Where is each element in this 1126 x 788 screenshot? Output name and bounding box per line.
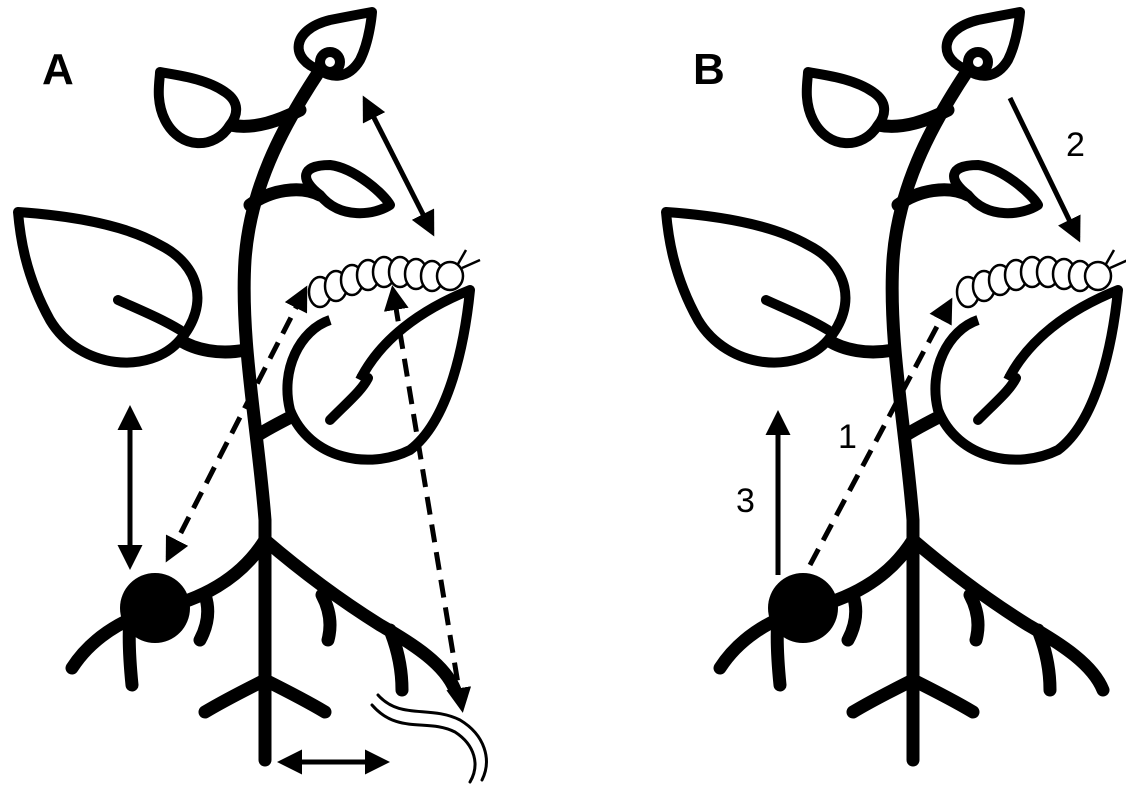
panel-b: B 1 2 3 [666, 12, 1126, 760]
earthworm-icon [372, 695, 486, 782]
plant-icon [666, 12, 1118, 760]
panel-b-label: B [693, 45, 725, 94]
root-nodule-icon [120, 573, 190, 643]
step-label-2: 2 [1066, 126, 1085, 164]
root-nodule-icon [768, 573, 838, 643]
step-label-1: 1 [838, 418, 857, 456]
panel-a: A [18, 12, 486, 782]
panel-a-label: A [42, 45, 74, 94]
step-label-3: 3 [736, 482, 755, 520]
plant-icon [18, 12, 470, 760]
